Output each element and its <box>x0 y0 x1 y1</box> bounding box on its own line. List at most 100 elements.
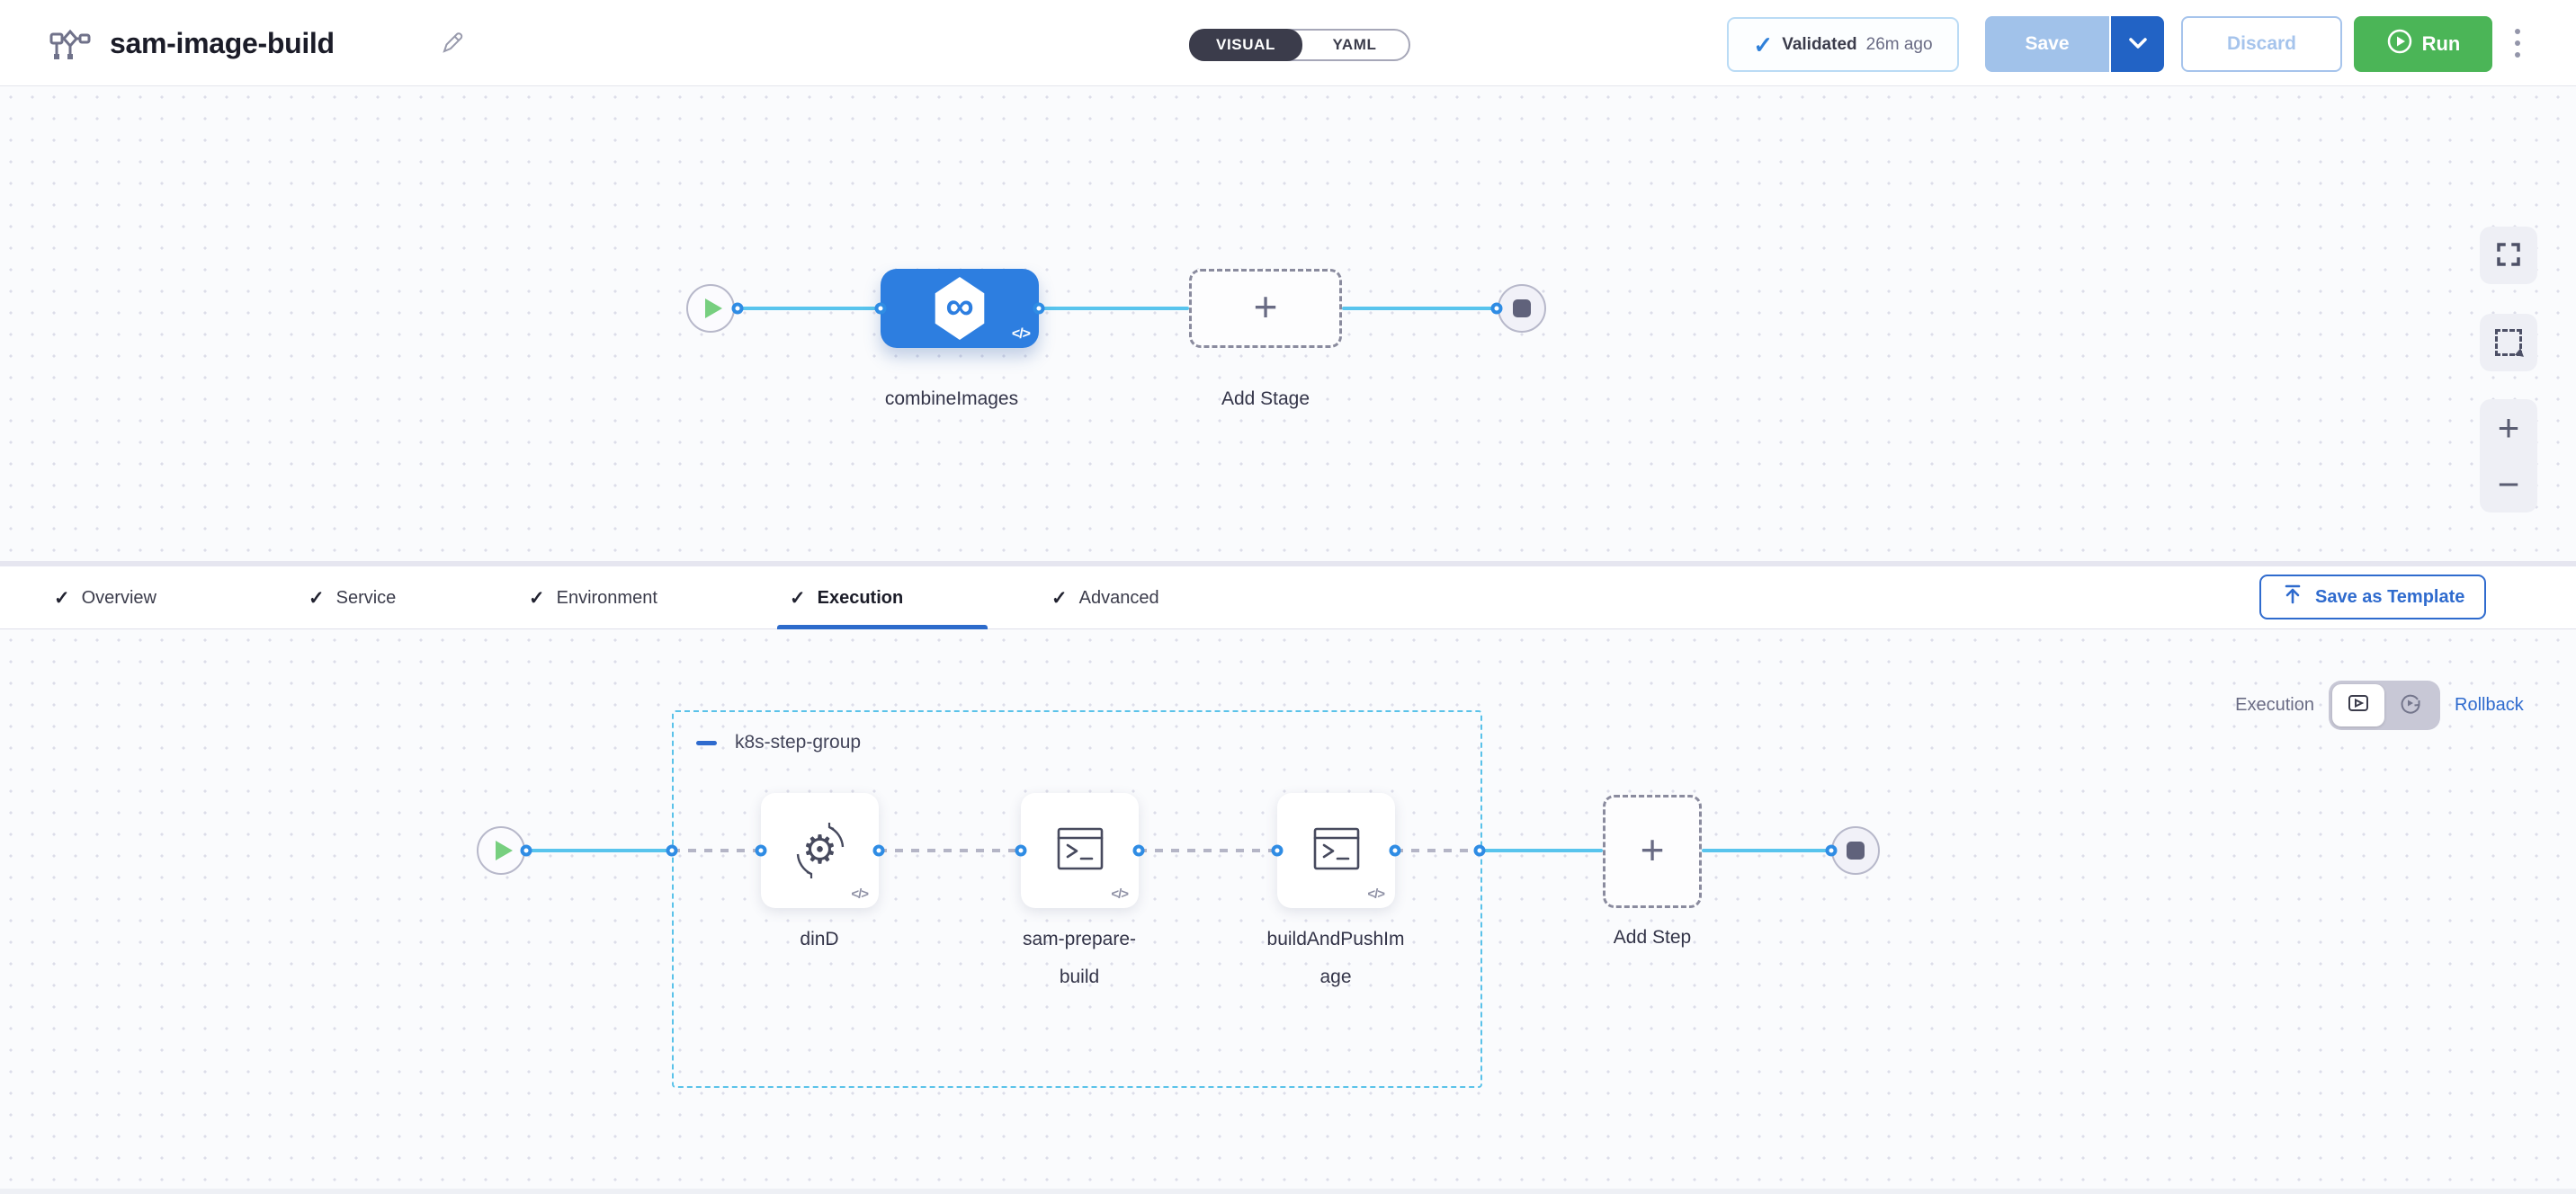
connector-line-dashed <box>672 849 761 852</box>
fullscreen-button[interactable] <box>2480 227 2537 284</box>
rollback-arrow-icon <box>2398 691 2423 720</box>
stage-node-combineimages[interactable]: ∞ </> <box>881 269 1039 348</box>
execution-end-node[interactable] <box>1831 826 1880 875</box>
terminal-icon <box>1055 825 1105 877</box>
connector-port[interactable] <box>731 302 744 315</box>
connector-port[interactable] <box>874 302 887 315</box>
connector-port[interactable] <box>755 844 767 857</box>
rollback-mode-button[interactable] <box>2384 684 2437 726</box>
code-badge[interactable]: </> <box>1111 887 1129 902</box>
tab-label: Execution <box>817 587 904 608</box>
terminal-icon <box>1311 825 1362 877</box>
check-icon: ✓ <box>1051 587 1068 609</box>
connector-line <box>1702 849 1831 852</box>
step-node-buildandpushimage[interactable]: </> <box>1277 793 1395 908</box>
tab-label: Service <box>335 587 397 608</box>
add-stage-button[interactable]: + <box>1189 269 1342 348</box>
service-dependency-icon: ⚙ <box>792 822 849 879</box>
connector-line <box>1342 307 1497 310</box>
connector-line-dashed <box>1395 849 1480 852</box>
check-icon: ✓ <box>529 587 545 609</box>
tab-label: Overview <box>81 587 157 608</box>
connector-port[interactable] <box>872 844 885 857</box>
chain-link-icon: ∞ <box>935 277 985 340</box>
connector-port[interactable] <box>1132 844 1145 857</box>
execution-rollback-toggle <box>2329 681 2440 730</box>
connector-port[interactable] <box>1271 844 1284 857</box>
zoom-out-button[interactable]: − <box>2480 456 2537 512</box>
tab-environment[interactable]: ✓ Environment <box>529 566 657 629</box>
save-dropdown-button[interactable] <box>2109 16 2164 72</box>
connector-port[interactable] <box>1825 844 1838 857</box>
check-icon: ✓ <box>790 587 806 609</box>
run-button[interactable]: Run <box>2354 16 2492 72</box>
step-label: buildAndPushImage <box>1266 929 1405 987</box>
code-badge[interactable]: </> <box>1011 326 1031 342</box>
more-options-kebab-icon[interactable] <box>2509 0 2527 86</box>
tab-service[interactable]: ✓ Service <box>309 566 396 629</box>
check-icon: ✓ <box>1753 31 1774 58</box>
execution-play-icon <box>2346 691 2371 720</box>
execution-start-node[interactable] <box>477 826 525 875</box>
stage-canvas[interactable]: ∞ </> combineImages + Add Stage + <box>0 86 2576 566</box>
tab-advanced[interactable]: ✓ Advanced <box>1051 566 1159 629</box>
pipeline-end-node[interactable] <box>1498 284 1546 333</box>
step-node-dind[interactable]: ⚙ </> <box>761 793 879 908</box>
connector-line <box>738 307 881 310</box>
stop-icon <box>1513 299 1531 317</box>
horizontal-scrollbar[interactable] <box>0 1189 2576 1194</box>
code-badge[interactable]: </> <box>1367 887 1385 902</box>
connector-port[interactable] <box>1473 844 1486 857</box>
connector-line <box>1039 307 1189 310</box>
connector-port[interactable] <box>666 844 678 857</box>
add-stage-label: Add Stage <box>1221 388 1310 409</box>
add-step-button[interactable]: + <box>1603 795 1702 908</box>
multi-select-button[interactable] <box>2480 314 2537 371</box>
connector-port[interactable] <box>520 844 532 857</box>
stage-tab-bar: ✓ Overview ✓ Service ✓ Environment ✓ Exe… <box>0 566 2576 629</box>
add-step-label: Add Step <box>1613 927 1692 948</box>
step-group-header: k8s-step-group <box>696 732 861 753</box>
execution-canvas[interactable]: Execution Rollback <box>0 629 2576 1194</box>
discard-button[interactable]: Discard <box>2181 16 2342 72</box>
step-group-k8s[interactable]: k8s-step-group <box>672 710 1482 1088</box>
collapse-minus-icon[interactable] <box>696 740 717 745</box>
code-badge[interactable]: </> <box>851 887 869 902</box>
page-title: sam-image-build <box>110 26 335 59</box>
pipeline-icon <box>49 27 92 67</box>
tab-label: Environment <box>556 587 657 608</box>
check-icon: ✓ <box>309 587 325 609</box>
connector-port[interactable] <box>1389 844 1401 857</box>
check-icon: ✓ <box>54 587 70 609</box>
save-button[interactable]: Save <box>1985 16 2109 72</box>
connector-line-dashed <box>879 849 1021 852</box>
edit-pencil-icon[interactable] <box>441 30 466 59</box>
run-play-icon <box>2386 28 2413 60</box>
connector-line <box>526 849 672 852</box>
upload-icon <box>2281 583 2304 611</box>
connector-port[interactable] <box>1033 302 1045 315</box>
validated-badge[interactable]: ✓ Validated 26m ago <box>1727 17 1959 72</box>
toggle-visual[interactable]: VISUAL <box>1189 29 1302 61</box>
zoom-in-button[interactable]: + <box>2480 399 2537 456</box>
fullscreen-icon <box>2494 240 2523 272</box>
plus-icon: + <box>1253 283 1278 330</box>
run-label: Run <box>2421 32 2461 55</box>
toggle-yaml[interactable]: YAML <box>1332 36 1377 53</box>
save-as-template-button[interactable]: Save as Template <box>2259 575 2487 619</box>
zoom-control: + − <box>2480 399 2537 512</box>
stage-label: combineImages <box>884 388 1019 409</box>
execution-mode-label: Execution <box>2235 695 2314 715</box>
step-node-sam-prepare-build[interactable]: </> <box>1021 793 1139 908</box>
tab-overview[interactable]: ✓ Overview <box>54 566 157 629</box>
connector-line-dashed <box>1139 849 1277 852</box>
connector-port[interactable] <box>1490 302 1503 315</box>
rollback-link[interactable]: Rollback <box>2455 695 2524 715</box>
plus-icon: + <box>1640 826 1665 873</box>
tab-execution[interactable]: ✓ Execution <box>790 566 903 629</box>
pipeline-start-node[interactable] <box>686 284 735 333</box>
horizontal-scrollbar[interactable] <box>0 561 2576 566</box>
execution-mode-button[interactable] <box>2332 684 2384 726</box>
connector-port[interactable] <box>1015 844 1027 857</box>
